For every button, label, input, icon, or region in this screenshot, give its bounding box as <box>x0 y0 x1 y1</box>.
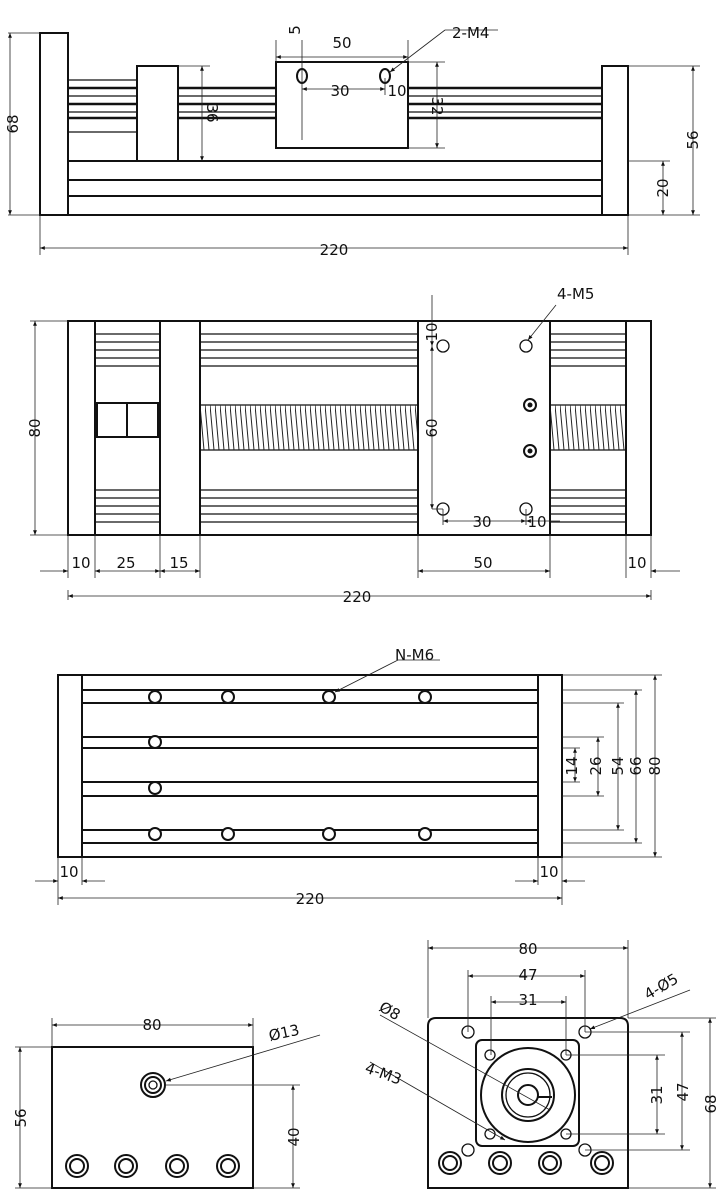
carriage <box>417 320 551 536</box>
end-plate-left <box>67 320 96 536</box>
dim-80: 80 <box>142 1016 161 1034</box>
dim-20: 20 <box>654 178 672 197</box>
dim-54: 54 <box>609 756 627 775</box>
dim-15: 15 <box>169 554 188 572</box>
dim-10: 10 <box>527 513 546 531</box>
callout-diameter-13: Ø13 <box>267 1021 301 1045</box>
extension-line <box>379 1014 551 1111</box>
end-plate-right <box>601 65 629 216</box>
callout-2-m4: 2-M4 <box>452 24 489 42</box>
dim-80: 80 <box>518 940 537 958</box>
dim-68: 68 <box>4 114 22 133</box>
mount-holes <box>65 1154 240 1178</box>
dim-10: 10 <box>539 863 558 881</box>
lead-screw <box>200 405 626 450</box>
base-profile <box>67 160 603 216</box>
end-plate-right <box>625 320 652 536</box>
dim-10: 10 <box>387 82 406 100</box>
dim-220: 220 <box>296 890 325 908</box>
motor-end-view <box>427 1017 629 1189</box>
end-plate-left <box>39 32 69 216</box>
dim-80: 80 <box>26 418 44 437</box>
dim-25: 25 <box>116 554 135 572</box>
dim-50: 50 <box>332 34 351 52</box>
dim-220: 220 <box>320 241 349 259</box>
callout-4-m5: 4-M5 <box>557 285 594 303</box>
side-view <box>39 32 629 216</box>
dim-80: 80 <box>646 756 664 775</box>
slider-block <box>136 65 179 162</box>
end-view <box>51 1046 254 1189</box>
dim-47: 47 <box>674 1082 692 1101</box>
dim-14: 14 <box>563 756 581 775</box>
m5-hole <box>436 339 450 353</box>
callout-4-diameter-5: 4-Ø5 <box>641 970 681 1004</box>
mount-holes <box>438 1151 614 1175</box>
dim-31: 31 <box>518 991 537 1009</box>
dim-10: 10 <box>627 554 646 572</box>
dim-26: 26 <box>587 756 605 775</box>
dim-30: 30 <box>330 82 349 100</box>
dim-50: 50 <box>473 554 492 572</box>
top-view <box>67 320 652 536</box>
bottom-view <box>57 674 563 858</box>
dim-68: 68 <box>702 1094 720 1113</box>
dim-10: 10 <box>59 863 78 881</box>
dimension-line <box>334 659 399 693</box>
dimension-labels: 68 56 20 220 50 5 30 10 36 32 2-M4 80 10… <box>4 24 720 1147</box>
callout-diameter-8: Ø8 <box>376 998 403 1024</box>
dim-66: 66 <box>627 756 645 775</box>
dim-60: 60 <box>423 418 441 437</box>
m5-hole <box>519 339 533 353</box>
dimension-line <box>389 29 446 73</box>
dim-30: 30 <box>472 513 491 531</box>
callout-4-m3: 4-M3 <box>363 1059 404 1089</box>
dim-56: 56 <box>12 1108 30 1127</box>
dimension-line <box>165 1034 321 1082</box>
dim-36: 36 <box>203 103 221 122</box>
dim-220: 220 <box>343 588 372 606</box>
dim-31: 31 <box>648 1085 666 1104</box>
dimension-line <box>369 1061 506 1141</box>
m6-holes <box>148 690 432 841</box>
dim-47: 47 <box>518 966 537 984</box>
carriage <box>275 61 409 149</box>
dim-10: 10 <box>423 322 441 341</box>
dimension-line <box>527 304 557 341</box>
dim-10: 10 <box>71 554 90 572</box>
callout-n-m6: N-M6 <box>395 646 434 664</box>
slider-block <box>159 320 201 536</box>
dim-5: 5 <box>286 25 304 35</box>
dimension-lines <box>8 29 716 1189</box>
dim-56: 56 <box>684 130 702 149</box>
dim-40: 40 <box>285 1127 303 1146</box>
dim-32: 32 <box>428 96 446 115</box>
dimension-line <box>589 989 691 1030</box>
